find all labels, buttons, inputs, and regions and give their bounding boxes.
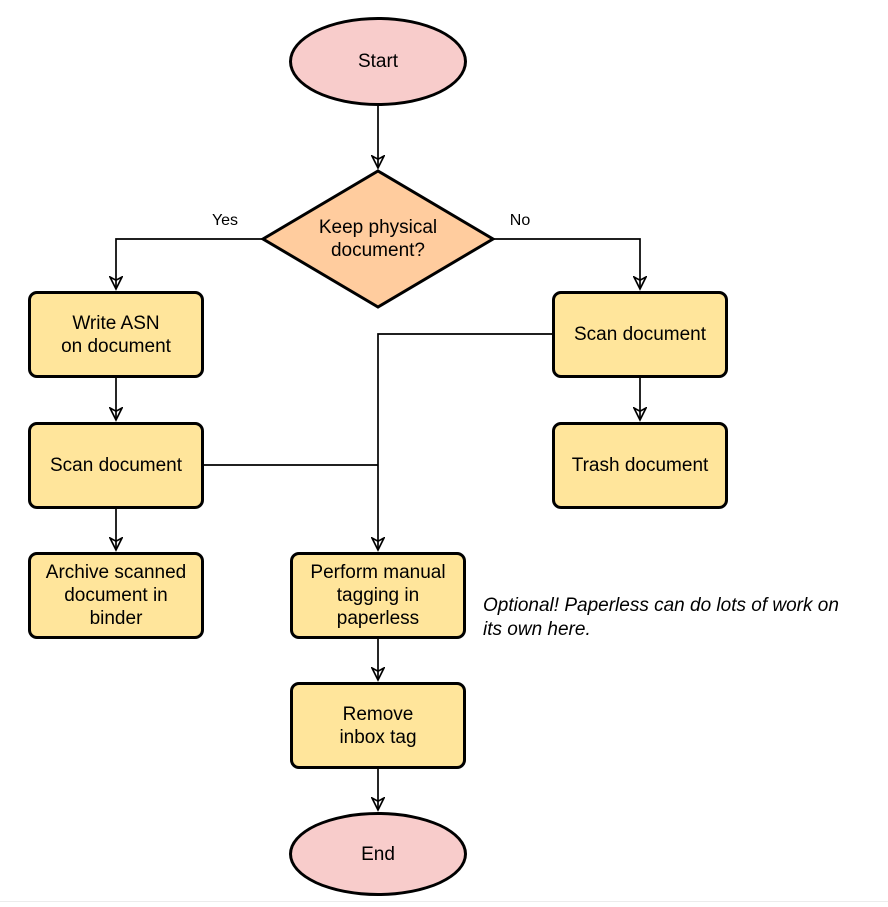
process-remove-inbox-tag: Remove inbox tag [290,682,466,769]
edge-label-no: No [509,212,531,229]
edge-scan-right-to-perform [378,333,552,550]
process-write-asn: Write ASN on document [28,291,204,378]
decision-node-label: Keep physical document? [318,217,438,261]
decision-diamond-shape [260,169,496,309]
process-perform-manual-tagging-label: Perform manual tagging in paperless [310,562,446,629]
edge-decision-yes-to-write-asn [116,238,263,289]
process-write-asn-label: Write ASN on document [61,312,171,357]
process-scan-document-right-label: Scan document [573,324,707,345]
process-scan-document-left: Scan document [28,422,204,509]
process-scan-document-right: Scan document [552,291,728,378]
process-trash-document-label: Trash document [571,455,709,476]
start-node: Start [289,17,467,106]
process-remove-inbox-tag-label: Remove inbox tag [339,703,417,748]
edge-label-yes: Yes [211,212,239,229]
process-perform-manual-tagging: Perform manual tagging in paperless [290,552,466,639]
edge-decision-no-to-scan-right [493,238,640,289]
end-label: End [361,843,395,865]
start-label: Start [357,51,399,72]
process-scan-document-left-label: Scan document [49,455,183,476]
bottom-divider-line [0,901,888,902]
process-archive-in-binder: Archive scanned document in binder [28,552,204,639]
optional-annotation: Optional! Paperless can do lots of work … [483,595,839,640]
process-trash-document: Trash document [552,422,728,509]
end-node: End [289,812,467,896]
process-archive-in-binder-label: Archive scanned document in binder [45,562,187,629]
